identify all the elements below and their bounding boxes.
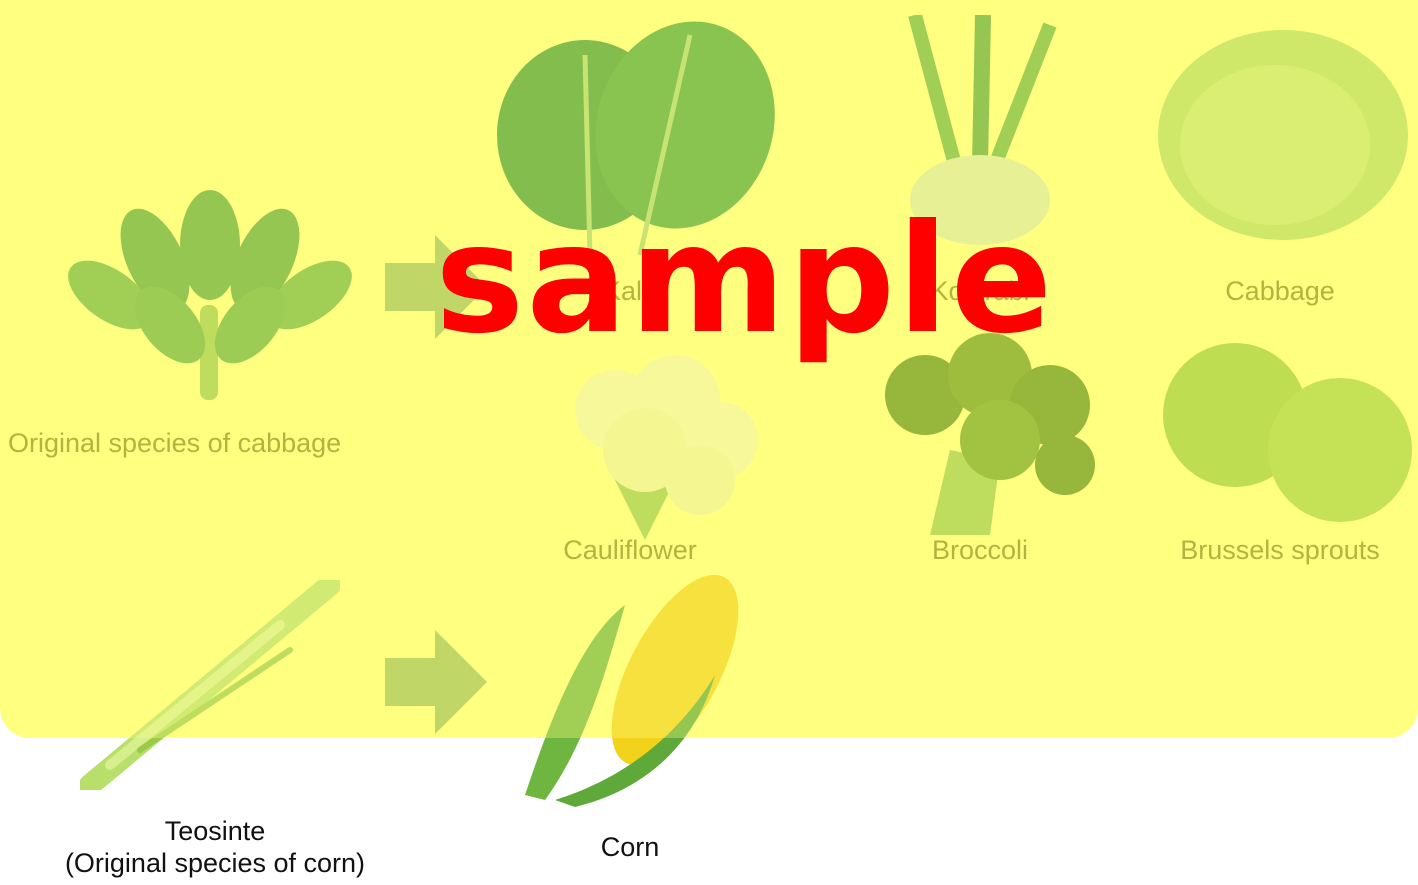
corn-label: Corn [560, 831, 700, 863]
cabbage-icon [1155, 25, 1410, 245]
teosinte-label-line2: (Original species of corn) [30, 847, 400, 879]
corn-icon [515, 575, 745, 810]
cauliflower-label: Cauliflower [540, 534, 720, 566]
wild-cabbage-icon [60, 185, 360, 405]
arrow-right-icon [385, 630, 490, 735]
broccoli-label: Broccoli [900, 534, 1060, 566]
brussels-sprouts-label: Brussels sprouts [1160, 534, 1400, 566]
teosinte-label-line1: Teosinte [30, 815, 400, 847]
original-cabbage-label: Original species of cabbage [8, 427, 408, 459]
teosinte-label: Teosinte (Original species of corn) [30, 815, 400, 880]
sample-watermark: sample [435, 205, 1054, 355]
brussels-sprouts-icon [1160, 340, 1415, 530]
cauliflower-icon [535, 340, 775, 550]
cabbage-label: Cabbage [1200, 275, 1360, 307]
teosinte-icon [80, 580, 340, 790]
